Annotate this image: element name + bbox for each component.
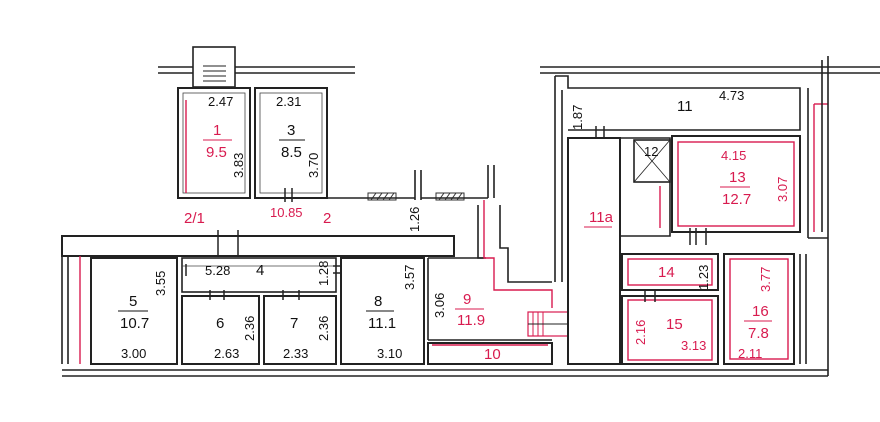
room-1: 2.47 1 9.5 3.83 [177, 87, 251, 199]
room-10-number: 10 [484, 346, 501, 363]
room-6-dim-side: 2.36 [242, 316, 257, 341]
room-1-number: 1 [213, 122, 221, 139]
room-11a: 12 [633, 139, 671, 183]
room-1-dim-top: 2.47 [208, 94, 233, 109]
room-9-dim-side: 3.06 [432, 293, 447, 318]
room-12-dim-top: 4.73 [719, 88, 744, 103]
room-15-dim-side: 2.16 [633, 320, 648, 345]
room-5-dim-bottom: 3.00 [121, 346, 146, 361]
room-16-number: 16 [752, 303, 769, 320]
room-8: 3.57 8 11.1 3.10 [340, 257, 425, 365]
left-edge-walls [61, 256, 81, 364]
room-9-number: 9 [463, 291, 471, 308]
room-4-dim-side: 1.28 [316, 261, 331, 286]
room-3-dim-top: 2.31 [276, 94, 301, 109]
room-5-number: 5 [129, 293, 137, 310]
room-8-area: 11.1 [368, 315, 396, 332]
room-3-number: 3 [287, 122, 295, 139]
room-8-dim-side: 3.57 [402, 265, 417, 290]
corridor-south-wall [61, 230, 455, 257]
wall-hatch [367, 192, 465, 201]
room-15-dim-bottom: 3.13 [681, 338, 706, 353]
room-12: 1.87 11 4.73 [554, 75, 801, 282]
room-6: 6 2.36 2.63 [181, 290, 260, 365]
room-14-number: 14 [658, 264, 675, 281]
room-5-dim-side: 3.55 [153, 271, 168, 296]
room-4-dim-width: 5.28 [205, 263, 230, 278]
room-2: 2 2/1 10.85 2 1.26 [184, 165, 495, 232]
room-13: 4.15 13 12.7 3.07 [671, 135, 801, 245]
room-16-dim-side: 3.77 [758, 267, 773, 292]
room-12-dim-side: 1.87 [570, 105, 585, 130]
room-3-area: 8.5 [281, 144, 302, 161]
entrance-stair [192, 46, 236, 88]
room-6-dim-bottom: 2.63 [214, 346, 239, 361]
room-3: 2.31 3 8.5 3.70 [254, 87, 328, 202]
room-9-area: 11.9 [457, 312, 485, 329]
room-2-dim-width: 10.85 [270, 205, 303, 220]
room-7-dim-side: 2.36 [316, 316, 331, 341]
room-4: 5.28 4 1.28 [181, 257, 342, 293]
room-5-area: 10.7 [120, 315, 149, 332]
room-16-dim-bottom: 2.11 [738, 346, 762, 361]
room-12-number: 11 [677, 98, 693, 115]
room-7: 7 2.36 2.33 [263, 290, 337, 365]
room-8-number: 8 [374, 293, 382, 310]
room-13-dim-side: 3.07 [775, 177, 790, 202]
room-4-number: 4 [256, 262, 264, 279]
exterior-walls [62, 66, 880, 377]
room-14: 14 1.23 [621, 253, 719, 291]
room-9: 3.06 9 11.9 [427, 200, 553, 341]
room-7-dim-bottom: 2.33 [283, 346, 308, 361]
room-1-dim-side: 3.83 [231, 153, 246, 178]
room-6-number: 6 [216, 315, 224, 332]
room-15: 2.16 15 3.13 [621, 290, 719, 365]
room-2-dim-side: 1.26 [407, 207, 422, 232]
room-13-area: 12.7 [722, 191, 751, 208]
room-14-dim-side: 1.23 [696, 265, 711, 290]
room-16: 3.77 16 7.8 2.11 [723, 253, 795, 365]
room-11: 11а [567, 137, 671, 365]
room-5: 3.55 5 10.7 3.00 [90, 257, 178, 365]
room-2-number: 2 [323, 210, 331, 227]
room-7-number: 7 [290, 315, 298, 332]
room-16-area: 7.8 [748, 325, 769, 342]
room-1-area: 9.5 [206, 144, 227, 161]
room-3-dim-side: 3.70 [306, 153, 321, 178]
room-10: 10 [427, 342, 553, 365]
room-11-number: 11а [589, 209, 614, 226]
room-2-1-label: 2/1 [184, 210, 205, 227]
room-8-dim-bottom: 3.10 [377, 346, 402, 361]
right-edge-walls [799, 56, 829, 376]
room-13-number: 13 [729, 169, 746, 186]
room-15-number: 15 [666, 316, 683, 333]
room-11a-number: 12 [644, 144, 658, 159]
room-13-dim-top: 4.15 [721, 148, 746, 163]
